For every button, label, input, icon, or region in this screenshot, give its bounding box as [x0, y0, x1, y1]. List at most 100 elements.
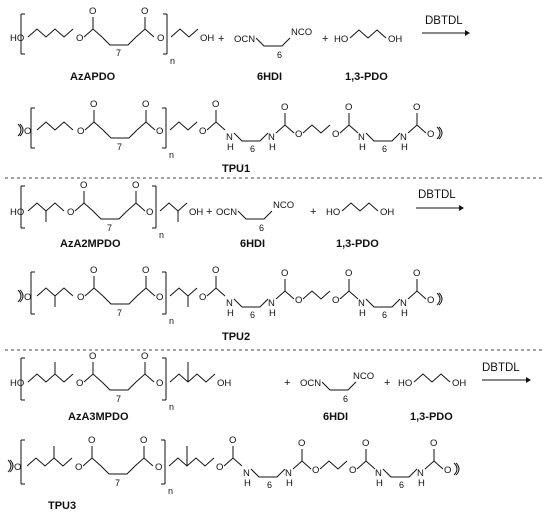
svg-text:O: O — [212, 99, 219, 110]
svg-text:H: H — [359, 142, 366, 153]
svg-text:HO: HO — [10, 33, 24, 44]
svg-text:O: O — [332, 295, 339, 306]
svg-text:O: O — [212, 265, 219, 276]
extender-label-1: 1,3-PDO — [345, 71, 388, 83]
svg-text:H: H — [401, 308, 408, 319]
svg-text:O: O — [141, 6, 148, 17]
svg-text:O: O — [298, 438, 305, 449]
svg-text:O: O — [444, 465, 451, 476]
svg-text:O: O — [281, 268, 288, 279]
svg-text:O: O — [88, 435, 95, 446]
svg-text:H: H — [227, 142, 234, 153]
svg-text:6: 6 — [277, 50, 282, 60]
svg-text:O: O — [349, 465, 356, 476]
svg-text:O: O — [77, 292, 84, 303]
row2-product: O O O 7 O O n O O NH 6 NH O O — [17, 265, 443, 343]
svg-text:O: O — [345, 102, 352, 113]
product-label-2: TPU2 — [222, 331, 250, 343]
svg-text:O: O — [155, 462, 162, 473]
svg-text:H: H — [418, 478, 425, 489]
svg-text:O: O — [89, 351, 96, 362]
svg-text:N: N — [268, 132, 275, 143]
svg-text:H: H — [244, 478, 251, 489]
svg-text:O: O — [157, 33, 164, 44]
svg-text:N: N — [400, 298, 407, 309]
product-structure-2: O O O 7 O O n O O NH 6 NH O O — [17, 265, 443, 326]
svg-text:NCO: NCO — [353, 371, 374, 382]
svg-text:O: O — [90, 99, 97, 110]
svg-text:O: O — [76, 33, 83, 44]
svg-text:N: N — [358, 298, 365, 309]
svg-text:O: O — [199, 126, 206, 137]
plus-sign: + — [310, 206, 316, 218]
svg-text:O: O — [142, 99, 149, 110]
svg-text:OCN: OCN — [300, 378, 321, 389]
svg-text:N: N — [375, 468, 382, 479]
svg-text:HO: HO — [398, 378, 412, 389]
svg-text:OH: OH — [388, 34, 402, 45]
svg-text:OH: OH — [380, 207, 394, 218]
svg-text:O: O — [75, 462, 82, 473]
svg-text:O: O — [132, 180, 139, 191]
svg-text:n: n — [169, 402, 174, 412]
svg-text:O: O — [427, 129, 434, 140]
row3-reactants: HO O O 7 O O n OH AzA3MPDO + OCN 6 NCO 6… — [10, 351, 531, 423]
svg-text:O: O — [295, 129, 302, 140]
svg-text:N: N — [358, 132, 365, 143]
svg-text:OH: OH — [200, 33, 214, 44]
svg-text:HO: HO — [10, 207, 24, 218]
svg-text:H: H — [286, 478, 293, 489]
svg-text:NCO: NCO — [291, 27, 312, 38]
polyol-label-2: AzA2MPDO — [60, 238, 121, 250]
svg-text:O: O — [295, 295, 302, 306]
extender-structure-3: HO OH — [398, 373, 466, 389]
reaction-arrow-3: DBTDL — [482, 362, 531, 383]
svg-text:O: O — [90, 265, 97, 276]
svg-text:7: 7 — [107, 223, 112, 233]
row1-product: O O O 7 O O n O O NH 6 NH O O O — [17, 99, 443, 175]
diisocyanate-label-1: 6HDI — [257, 71, 282, 83]
row3-product: O O O 7 O O n O O NH 6 NH O O — [7, 435, 460, 512]
svg-text:OH: OH — [189, 207, 203, 218]
extender-label-3: 1,3-PDO — [410, 411, 453, 423]
svg-text:n: n — [168, 486, 173, 496]
plus-sign: + — [206, 206, 212, 218]
svg-text:H: H — [376, 478, 383, 489]
svg-text:HO: HO — [334, 34, 348, 45]
svg-text:O: O — [430, 438, 437, 449]
plus-sign: + — [218, 33, 224, 45]
svg-text:O: O — [67, 207, 74, 218]
svg-text:O: O — [413, 102, 420, 113]
diisocyanate-structure-1: OCN 6 NCO — [234, 27, 312, 60]
svg-text:H: H — [227, 308, 234, 319]
svg-text:H: H — [359, 308, 366, 319]
svg-text:6: 6 — [259, 223, 264, 233]
svg-text:N: N — [285, 468, 292, 479]
svg-text:O: O — [312, 465, 319, 476]
product-label-3: TPU3 — [48, 500, 76, 512]
svg-text:H: H — [401, 142, 408, 153]
svg-text:O: O — [281, 102, 288, 113]
svg-text:HO: HO — [326, 207, 340, 218]
svg-text:O: O — [345, 268, 352, 279]
svg-text:7: 7 — [117, 142, 122, 152]
svg-text:O: O — [156, 292, 163, 303]
svg-text:DBTDL: DBTDL — [425, 15, 463, 27]
polyol-structure-1: HO O O 7 O O n OH — [10, 6, 214, 66]
svg-text:OH: OH — [217, 378, 231, 389]
diisocyanate-structure-3: OCN 6 NCO — [300, 371, 374, 404]
svg-text:OCN: OCN — [234, 34, 255, 45]
svg-text:7: 7 — [116, 48, 121, 58]
svg-text:6: 6 — [382, 310, 387, 320]
polyol-label-1: AzAPDO — [70, 71, 116, 83]
row1-reactants: HO O O 7 O O n OH AzAPDO + OCN 6 NCO 6HD… — [10, 6, 470, 83]
extender-label-2: 1,3-PDO — [336, 238, 379, 250]
svg-text:n: n — [170, 56, 175, 66]
svg-text:O: O — [332, 129, 339, 140]
svg-text:N: N — [226, 132, 233, 143]
svg-text:7: 7 — [116, 394, 121, 404]
reaction-arrow-2: DBTDL — [416, 189, 464, 211]
svg-text:N: N — [400, 132, 407, 143]
svg-text:7: 7 — [115, 478, 120, 488]
extender-structure-1: HO OH — [334, 29, 402, 45]
